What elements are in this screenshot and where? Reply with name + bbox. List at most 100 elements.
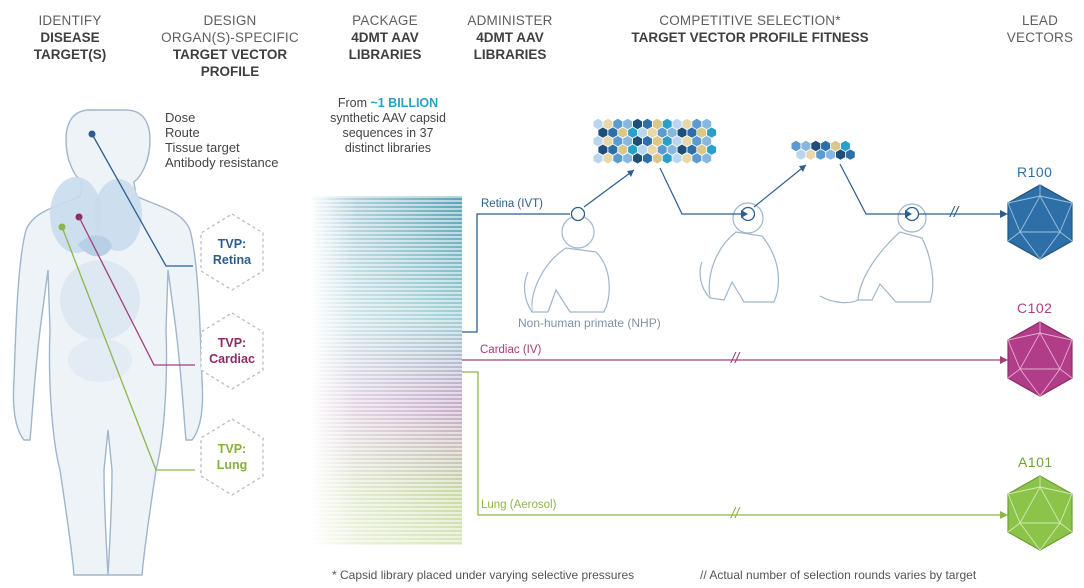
capsid-hex-cell	[633, 136, 642, 147]
capsid-hex-cell	[796, 149, 806, 160]
capsid-hex-cell	[613, 136, 623, 147]
header-package-line1: PACKAGE	[352, 13, 418, 28]
a101-icosahedron	[1007, 475, 1073, 551]
footnote-rounds: // Actual number of selection rounds var…	[700, 568, 977, 582]
arrowhead-4	[905, 210, 912, 218]
capsid-hex-cell	[831, 140, 840, 152]
capsid-hex-cell	[667, 144, 677, 155]
header-identify-line2: DISEASE	[40, 30, 100, 45]
library-amount: ~1 BILLION	[370, 96, 439, 110]
capsid-hex-cell	[702, 153, 712, 164]
capsid-hex-cell	[647, 144, 657, 155]
capsid-hex-cell	[682, 118, 692, 130]
header-selection: COMPETITIVE SELECTION* TARGET VECTOR PRO…	[600, 12, 900, 46]
capsid-hex-cell	[647, 127, 657, 138]
lung-arrowhead	[1000, 511, 1008, 519]
capsid-hex-cell	[672, 136, 682, 147]
header-identify: IDENTIFY DISEASE TARGET(S)	[20, 12, 120, 63]
header-package-line3: LIBRARIES	[348, 47, 422, 62]
capsid-hex-cell	[677, 144, 687, 155]
capsid-hex-cell	[642, 118, 652, 130]
capsid-hex-cell	[692, 136, 702, 147]
break-mark-cardiac: //	[731, 350, 740, 367]
capsid-hex-cell	[791, 140, 801, 152]
capsid-hex-cell	[593, 118, 603, 130]
retina-route-line	[462, 213, 570, 333]
route-cardiac-label: Cardiac (IV)	[480, 344, 542, 356]
arrow-to-hex-grid-1	[583, 169, 635, 208]
tvp-lung-hexagon	[200, 418, 264, 496]
capsid-hex-cell	[707, 127, 717, 138]
header-identify-line3: TARGET(S)	[33, 47, 107, 62]
vector-label-r100: R100	[1017, 164, 1053, 180]
tvp-title: TVP:	[217, 336, 247, 350]
header-package: PACKAGE 4DMT AAV LIBRARIES	[330, 12, 440, 63]
tvp-name: Retina	[212, 253, 252, 267]
capsid-hex-cell	[672, 118, 682, 130]
capsid-hex-cell	[845, 149, 855, 160]
capsid-hex-cell	[603, 136, 613, 147]
capsid-hex-cell	[638, 127, 647, 138]
c102-icosahedron	[1007, 321, 1073, 397]
capsid-hex-cell	[692, 118, 702, 130]
tvp-cardiac-label: TVP: Cardiac	[202, 335, 262, 367]
arrow-to-node-2	[659, 167, 741, 215]
capsid-hex-cell	[677, 127, 687, 138]
header-selection-line1: COMPETITIVE SELECTION*	[659, 13, 841, 28]
capsid-hex-cell	[642, 153, 652, 164]
capsid-hex-cell	[682, 153, 692, 164]
capsid-hex-cell	[608, 144, 618, 155]
capsid-hex-cell	[697, 127, 707, 138]
tvp-name: Cardiac	[209, 352, 255, 366]
header-administer-line3: LIBRARIES	[473, 47, 547, 62]
criteria-item: Dose	[165, 110, 196, 125]
capsid-hex-cell	[806, 149, 816, 160]
tvp-title: TVP:	[217, 442, 247, 456]
capsid-hex-cell	[638, 144, 647, 155]
nhp-monkey-1	[523, 215, 610, 313]
break-mark-retina: //	[950, 204, 959, 221]
capsid-hex-cell	[811, 140, 821, 152]
tvp-retina-hexagon	[200, 213, 264, 291]
capsid-hex-cell	[840, 140, 850, 152]
capsid-hex-cell	[628, 127, 638, 138]
tvp-cardiac-hexagon	[200, 312, 264, 390]
capsid-hex-cell	[702, 136, 712, 147]
capsid-hex-cell	[628, 144, 638, 155]
arrowhead-3	[799, 165, 806, 172]
route-retina-label: Retina (IVT)	[481, 198, 543, 210]
library-desc-line: synthetic AAV capsid	[330, 111, 446, 125]
intestine	[68, 338, 132, 382]
arrow-to-node-3	[839, 163, 905, 215]
footnote-asterisk: * Capsid library placed under varying se…	[332, 568, 635, 582]
cardiac-connector-line	[78, 216, 195, 366]
selection-node-1	[570, 206, 586, 222]
capsid-hex-cell	[603, 118, 613, 130]
header-selection-line2: TARGET VECTOR PROFILE FITNESS	[631, 30, 869, 45]
capsid-hex-cell	[682, 136, 692, 147]
capsid-hex-cell	[613, 118, 623, 130]
capsid-hex-cell	[662, 153, 672, 164]
capsid-hex-grid-large	[593, 118, 717, 164]
capsid-hex-cell	[672, 153, 682, 164]
tvp-name: Lung	[216, 458, 248, 472]
lung-route-line	[462, 371, 1000, 516]
aav-library-block	[310, 196, 462, 545]
capsid-hex-cell	[692, 153, 702, 164]
capsid-hex-cell	[662, 136, 672, 147]
capsid-hex-cell	[652, 136, 662, 147]
capsid-hex-cell	[707, 144, 717, 155]
capsid-hex-cell	[801, 140, 811, 152]
capsid-hex-cell	[826, 149, 836, 160]
library-desc-line: distinct libraries	[344, 141, 432, 155]
capsid-hex-cell	[652, 118, 662, 130]
header-package-line2: 4DMT AAV	[351, 30, 419, 45]
r100-icosahedron	[1007, 184, 1073, 260]
capsid-hex-cell	[603, 153, 613, 164]
tvp-title: TVP:	[217, 237, 247, 251]
capsid-hex-cell	[598, 144, 608, 155]
header-lead: LEAD VECTORS	[1004, 12, 1076, 46]
capsid-hex-cell	[836, 149, 845, 160]
arrow-to-hex-grid-2	[753, 164, 807, 208]
